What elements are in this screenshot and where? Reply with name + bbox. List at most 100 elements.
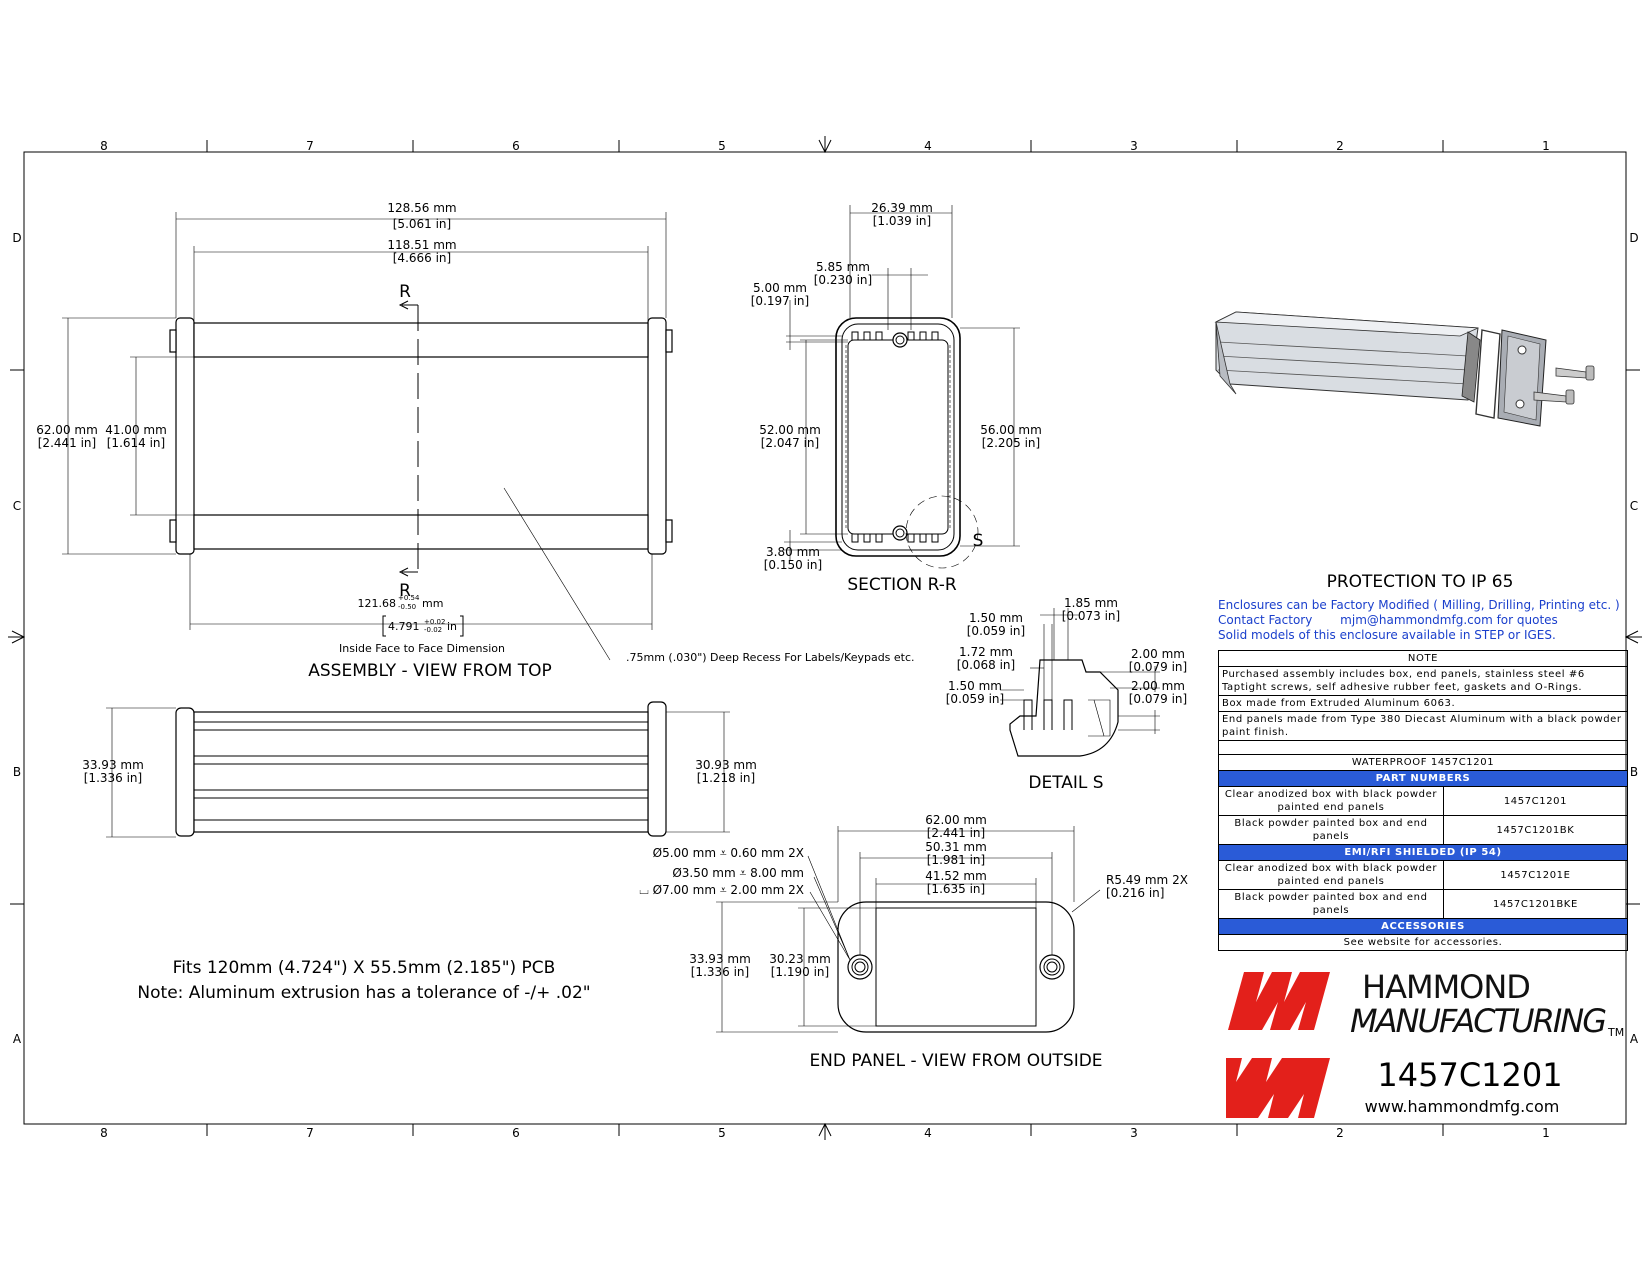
- sec-base-in: [0.150 in]: [764, 558, 822, 572]
- contact-email-link[interactable]: mjm@hammondmfg.com for quotes: [1340, 613, 1558, 627]
- face-dim-unit: mm: [422, 597, 443, 610]
- zone-labels-bottom: 8 7 6 5 4 3 2 1: [100, 1126, 1550, 1140]
- det-d1-in: [0.073 in]: [1062, 609, 1120, 623]
- pcb-note: Fits 120mm (4.724") X 55.5mm (2.185") PC…: [173, 958, 556, 978]
- end-panel-view: [716, 826, 1101, 1033]
- zone-label: 4: [924, 139, 932, 153]
- zone-label: D: [12, 231, 21, 245]
- recess-note: .75mm (.030") Deep Recess For Labels/Key…: [626, 651, 915, 664]
- brand-website: www.hammondmfg.com: [1365, 1097, 1560, 1116]
- hammond-logo: [1226, 972, 1330, 1118]
- factory-modified-line: Enclosures can be Factory Modified ( Mil…: [1218, 598, 1620, 612]
- emi-header: EMI/RFI SHIELDED (IP 54): [1218, 844, 1628, 861]
- zone-label: 3: [1130, 139, 1138, 153]
- det-d5-in: [0.059 in]: [946, 692, 1004, 706]
- part-numbers-header: PART NUMBERS: [1218, 770, 1628, 787]
- side-dim-right-mm: 30.93 mm: [695, 758, 757, 772]
- zone-labels-side: D C B A D C B A: [12, 231, 1639, 1046]
- det-d5-mm: 1.50 mm: [948, 679, 1002, 693]
- part-number: 1457C1201BKE: [1442, 889, 1629, 919]
- dim-overall-mm: 128.56 mm: [387, 201, 456, 215]
- zone-label: D: [1629, 231, 1638, 245]
- zone-label: C: [13, 499, 21, 513]
- zone-label: 7: [306, 139, 314, 153]
- part-desc: Clear anodized box with black powder pai…: [1218, 786, 1444, 816]
- ep-window-mm: 41.52 mm: [925, 869, 987, 883]
- section-mark-bottom: R: [399, 581, 411, 601]
- zone-label: B: [1630, 765, 1638, 779]
- det-d4-mm: 2.00 mm: [1131, 647, 1185, 661]
- sec-wall-mm: 5.00 mm: [753, 281, 807, 295]
- face-tol-minus: -0.50: [398, 603, 416, 611]
- det-d3-in: [0.068 in]: [957, 658, 1015, 672]
- zone-ticks: [8, 136, 1642, 1140]
- det-d6-mm: 2.00 mm: [1131, 679, 1185, 693]
- brand-part-number: 1457C1201: [1377, 1056, 1562, 1094]
- side-dim-left-mm: 33.93 mm: [82, 758, 144, 772]
- waterproof-label: WATERPROOF 1457C1201: [1218, 754, 1628, 771]
- brand-line1: HAMMOND: [1362, 968, 1530, 1006]
- face-in-tol-plus: +0.02: [424, 618, 445, 626]
- dim-recess-mm: 41.00 mm: [105, 423, 167, 437]
- accessories-link[interactable]: See website for accessories.: [1218, 934, 1628, 951]
- det-d2-in: [0.059 in]: [967, 624, 1025, 638]
- assembly-title: ASSEMBLY - VIEW FROM TOP: [308, 661, 551, 681]
- tolerance-note: Note: Aluminum extrusion has a tolerance…: [137, 983, 590, 1003]
- zone-label: 2: [1336, 139, 1344, 153]
- protection-heading: PROTECTION TO IP 65: [1326, 572, 1514, 592]
- dim-inner-mm: 118.51 mm: [387, 238, 456, 252]
- ep-width-mm: 62.00 mm: [925, 813, 987, 827]
- dim-inner-in: [4.666 in]: [393, 251, 451, 265]
- ep-height-in: [1.336 in]: [691, 965, 749, 979]
- zone-label: 2: [1336, 1126, 1344, 1140]
- info-block: PROTECTION TO IP 65 Enclosures can be Fa…: [1218, 572, 1629, 951]
- note-row: Purchased assembly includes box, end pan…: [1218, 666, 1628, 696]
- sec-inner-mm: 52.00 mm: [759, 423, 821, 437]
- part-number: 1457C1201E: [1442, 860, 1629, 890]
- accessories-header: ACCESSORIES: [1218, 918, 1628, 935]
- dim-recess-in: [1.614 in]: [107, 436, 165, 450]
- brand-line2: MANUFACTURING: [1350, 1002, 1606, 1040]
- enclosure-3d-image: [1214, 311, 1595, 427]
- ep-winh-mm: 30.23 mm: [769, 952, 831, 966]
- side-dim-right-in: [1.218 in]: [697, 771, 755, 785]
- sec-width-in: [1.039 in]: [873, 214, 931, 228]
- part-number: 1457C1201BK: [1442, 815, 1629, 845]
- hole-callout-2: Ø3.50 mm ⩡ 8.00 mm: [672, 866, 804, 880]
- zone-label: 1: [1542, 1126, 1550, 1140]
- zone-label: 5: [718, 139, 726, 153]
- contact-label: Contact Factory: [1218, 613, 1313, 627]
- part-number: 1457C1201: [1442, 786, 1629, 816]
- dim-height-in: [2.441 in]: [38, 436, 96, 450]
- logo-mark-bottom: [1226, 1058, 1330, 1118]
- note-row: [1218, 740, 1628, 755]
- radius-mm: R5.49 mm 2X: [1106, 873, 1188, 887]
- sec-outer-in: [2.205 in]: [982, 436, 1040, 450]
- ep-winh-in: [1.190 in]: [771, 965, 829, 979]
- note-row: Box made from Extruded Aluminum 6063.: [1218, 695, 1628, 712]
- zone-labels-top: 8 7 6 5 4 3 2 1: [100, 139, 1550, 153]
- hole-callout-1: Ø5.00 mm ⩡ 0.60 mm 2X: [653, 846, 804, 860]
- face-dim-in: 4.791: [388, 620, 420, 633]
- sec-wall-in: [0.197 in]: [751, 294, 809, 308]
- zone-label: 8: [100, 139, 108, 153]
- face-in-unit: in: [447, 620, 457, 633]
- sec-width-mm: 26.39 mm: [871, 201, 933, 215]
- zone-label: 5: [718, 1126, 726, 1140]
- section-mark-top: R: [399, 282, 411, 302]
- detail-view: [1000, 608, 1160, 757]
- face-dim-mm: 121.68: [358, 597, 397, 610]
- section-view: [784, 205, 1020, 569]
- part-row: Clear anodized box with black powder pai…: [1218, 860, 1629, 890]
- face-tol-plus: +0.54: [398, 594, 420, 602]
- part-desc: Black powder painted box and end panels: [1218, 815, 1444, 845]
- zone-label: 7: [306, 1126, 314, 1140]
- side-dim-left-in: [1.336 in]: [84, 771, 142, 785]
- assembly-top-view: [62, 212, 673, 661]
- zone-label: 6: [512, 1126, 520, 1140]
- part-desc: Black powder painted box and end panels: [1218, 889, 1444, 919]
- logo-mark-top: [1228, 972, 1330, 1030]
- assembly-side-view: [106, 701, 730, 838]
